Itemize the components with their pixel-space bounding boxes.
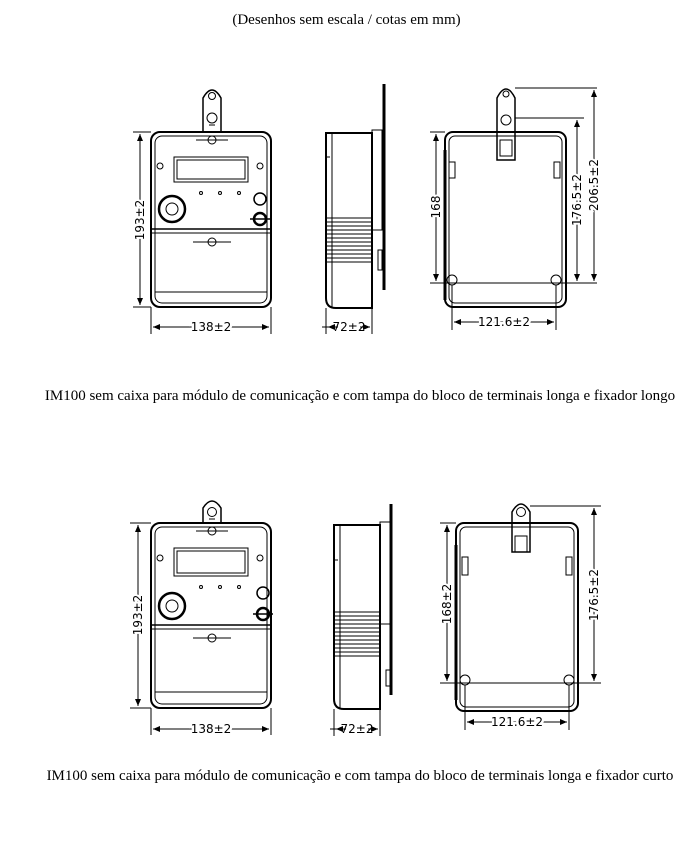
back-view-2	[440, 503, 601, 730]
front-view-1	[133, 89, 272, 334]
dim-back-b-1: 206.5±2	[587, 159, 601, 211]
variant-1-drawings	[133, 84, 597, 334]
variant-2-drawings	[130, 500, 601, 736]
dim-side-depth-2: 72±2	[341, 722, 374, 736]
front-view-2	[130, 500, 273, 735]
dim-front-height-1: 193±2	[133, 200, 147, 241]
back-view-1	[430, 87, 597, 330]
dim-back-width-2: 121.6±2	[491, 715, 543, 729]
side-view-1	[322, 84, 386, 334]
dim-back-a-1: 176.5±2	[570, 174, 584, 226]
dim-back-inner-height-2: 168±2	[440, 584, 454, 625]
caption-variant-2: IM100 sem caixa para módulo de comunicaç…	[46, 768, 674, 784]
dim-front-width-1: 138±2	[191, 320, 232, 334]
dim-front-width-2: 138±2	[191, 722, 232, 736]
side-view-2	[330, 504, 393, 736]
dim-back-width-1: 121.6±2	[478, 315, 530, 329]
dimension-labels: 193±2 138±2 72±2 168 176.5±2 206.5±2 121…	[129, 157, 603, 739]
dim-back-inner-height-1: 168	[429, 196, 443, 219]
scale-note: (Desenhos sem escala / cotas em mm)	[232, 12, 461, 28]
dim-back-a-2: 176.5±2	[587, 569, 601, 621]
dim-front-height-2: 193±2	[131, 595, 145, 636]
caption-variant-1: IM100 sem caixa para módulo de comunicaç…	[44, 388, 676, 404]
dim-side-depth-1: 72±2	[333, 320, 366, 334]
